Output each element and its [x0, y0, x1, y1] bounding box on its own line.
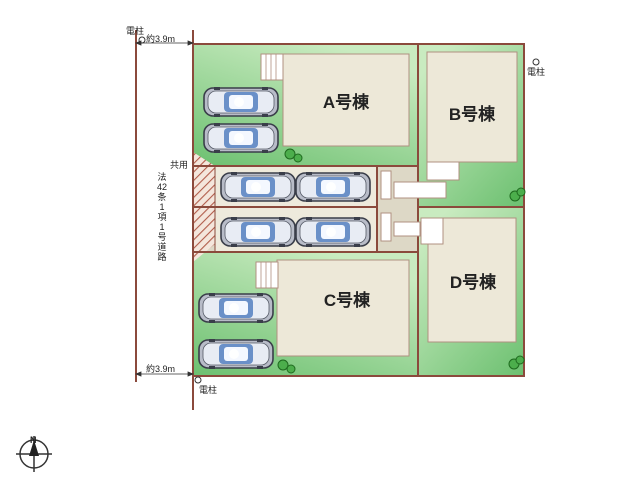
- shared-label: 共用: [170, 160, 188, 170]
- compass-label: N: [30, 435, 37, 445]
- lot-borders: [192, 43, 525, 377]
- car: [220, 216, 296, 248]
- road-law-char: 道: [157, 241, 166, 252]
- car: [203, 122, 279, 154]
- road-width-top: 約3.9m: [146, 33, 175, 44]
- lot-d-label: D号棟: [450, 272, 497, 292]
- road-law-char: 法: [157, 171, 166, 182]
- car: [203, 86, 279, 118]
- lot-a-label: A号棟: [323, 92, 370, 112]
- car: [198, 292, 274, 324]
- road-law-char: 号: [157, 232, 166, 242]
- road-law-char: 1: [159, 222, 164, 232]
- road-law-char: 42: [157, 182, 167, 192]
- north-compass-icon: N: [16, 435, 52, 472]
- pole-label-bottom: 電柱: [199, 384, 217, 395]
- road-law-char: 1: [159, 202, 164, 212]
- road-law-char: 路: [157, 251, 166, 262]
- building-b: [426, 51, 518, 163]
- building-a: [282, 53, 410, 147]
- pole-label-right: 電柱: [527, 66, 545, 77]
- lot-b-label: B号棟: [449, 104, 496, 124]
- building-c: [276, 259, 410, 357]
- lot-c-label: C号棟: [324, 290, 371, 310]
- trees: [277, 148, 526, 374]
- car: [220, 171, 296, 203]
- car: [198, 338, 274, 370]
- road-law-char: 条: [157, 191, 166, 202]
- road-width-bottom: 約3.9m: [146, 363, 175, 374]
- utility-pole-icon: [194, 376, 202, 384]
- car: [295, 171, 371, 203]
- road-law-char: 項: [157, 212, 166, 222]
- car: [295, 216, 371, 248]
- utility-pole-icon: [532, 58, 540, 66]
- pole-label-top: 電柱: [126, 25, 144, 36]
